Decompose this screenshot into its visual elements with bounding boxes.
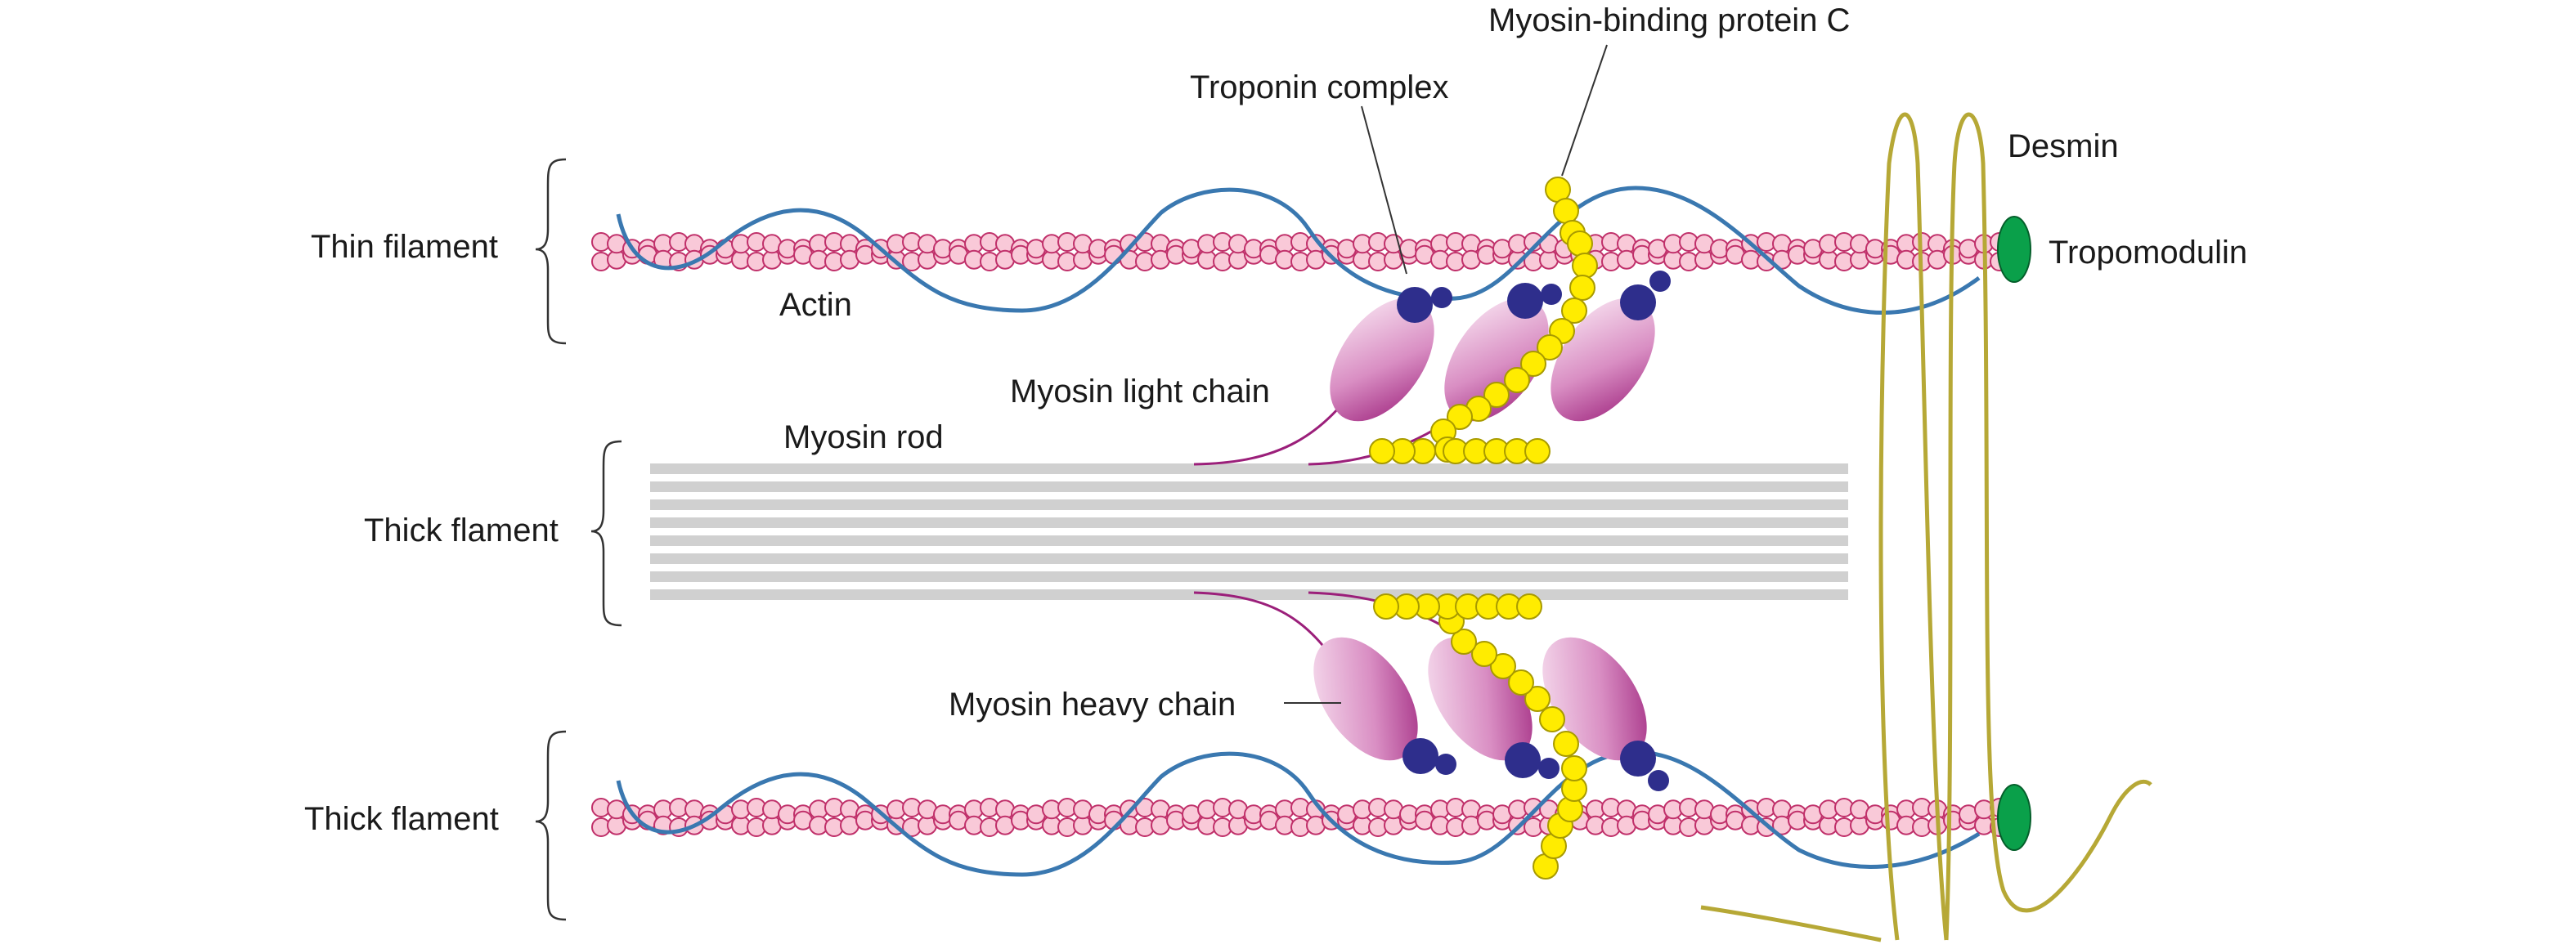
troponin-pointer xyxy=(1361,105,1407,275)
myosin-binding-protein-c-beads xyxy=(1369,177,1598,880)
label-actin: Actin xyxy=(779,287,852,323)
mybpc-bead xyxy=(1572,253,1598,279)
mybpc-bead xyxy=(1451,629,1477,655)
tropomyosin-top xyxy=(616,186,1981,315)
label-thick-filament-bottom: Thick flament xyxy=(304,801,499,837)
thick-filament-rod xyxy=(650,517,1848,528)
mybpc-bead xyxy=(1553,731,1579,757)
thick-filament-rod xyxy=(650,463,1848,474)
mybpc-bead xyxy=(1471,641,1497,667)
thick-filament-rod xyxy=(650,553,1848,564)
mybpc-bead xyxy=(1567,231,1593,257)
mybpc-bead xyxy=(1373,593,1399,620)
mybpc-bead xyxy=(1504,367,1530,393)
thick-filament-rods xyxy=(650,463,1848,600)
mybpc-bead xyxy=(1561,298,1587,324)
mybpc-bead xyxy=(1447,404,1473,430)
mybpc-bead xyxy=(1369,438,1395,464)
mybpc-bead xyxy=(1483,382,1510,408)
mybpc-bead xyxy=(1516,593,1542,620)
troponin-complexes xyxy=(1397,271,1671,791)
mybpc-bead xyxy=(1569,275,1595,301)
myosin-heads-bottom xyxy=(1313,637,1647,761)
mybpc-bead xyxy=(1539,706,1565,732)
label-desmin: Desmin xyxy=(2008,128,2119,164)
label-thin-filament: Thin filament xyxy=(311,229,498,265)
tropomodulin-top xyxy=(1997,216,2031,283)
thick-filament-rod xyxy=(650,535,1848,546)
thick-filament-rod xyxy=(650,481,1848,492)
desmin-filament xyxy=(1700,112,2152,942)
mybpc-bead xyxy=(1520,351,1546,377)
thick-filament-rod xyxy=(650,589,1848,600)
tropomyosin-bottom xyxy=(616,750,1981,877)
mybpc-bead xyxy=(1537,334,1563,360)
tropomodulin-bottom xyxy=(1997,784,2031,851)
brace-thin-filament xyxy=(535,158,567,345)
mybpc-bead xyxy=(1524,438,1551,464)
label-myosin-light-chain: Myosin light chain xyxy=(1010,374,1270,410)
label-tropomodulin: Tropomodulin xyxy=(2049,235,2247,271)
thick-filament-rod xyxy=(650,499,1848,510)
actin-strand-bottom xyxy=(591,798,2009,837)
mybpc-pointer xyxy=(1561,44,1608,177)
label-myosin-heavy-chain: Myosin heavy chain xyxy=(949,687,1236,723)
mybpc-bead xyxy=(1524,686,1551,712)
mybpc-bead xyxy=(1490,653,1516,679)
label-troponin-complex: Troponin complex xyxy=(1190,69,1448,105)
brace-thick-filament-mid xyxy=(590,440,622,627)
mybpc-bead xyxy=(1553,198,1579,224)
mybpc-bead xyxy=(1561,755,1587,781)
label-myosin-binding-protein-c: Myosin-binding protein C xyxy=(1488,2,1850,38)
label-thick-filament-mid: Thick flament xyxy=(364,513,559,548)
actin-strand-top xyxy=(591,232,2009,271)
thick-filament-rod xyxy=(650,571,1848,582)
label-myosin-rod: Myosin rod xyxy=(783,419,944,455)
mybpc-bead xyxy=(1508,669,1534,696)
brace-thick-filament-bottom xyxy=(535,730,567,921)
